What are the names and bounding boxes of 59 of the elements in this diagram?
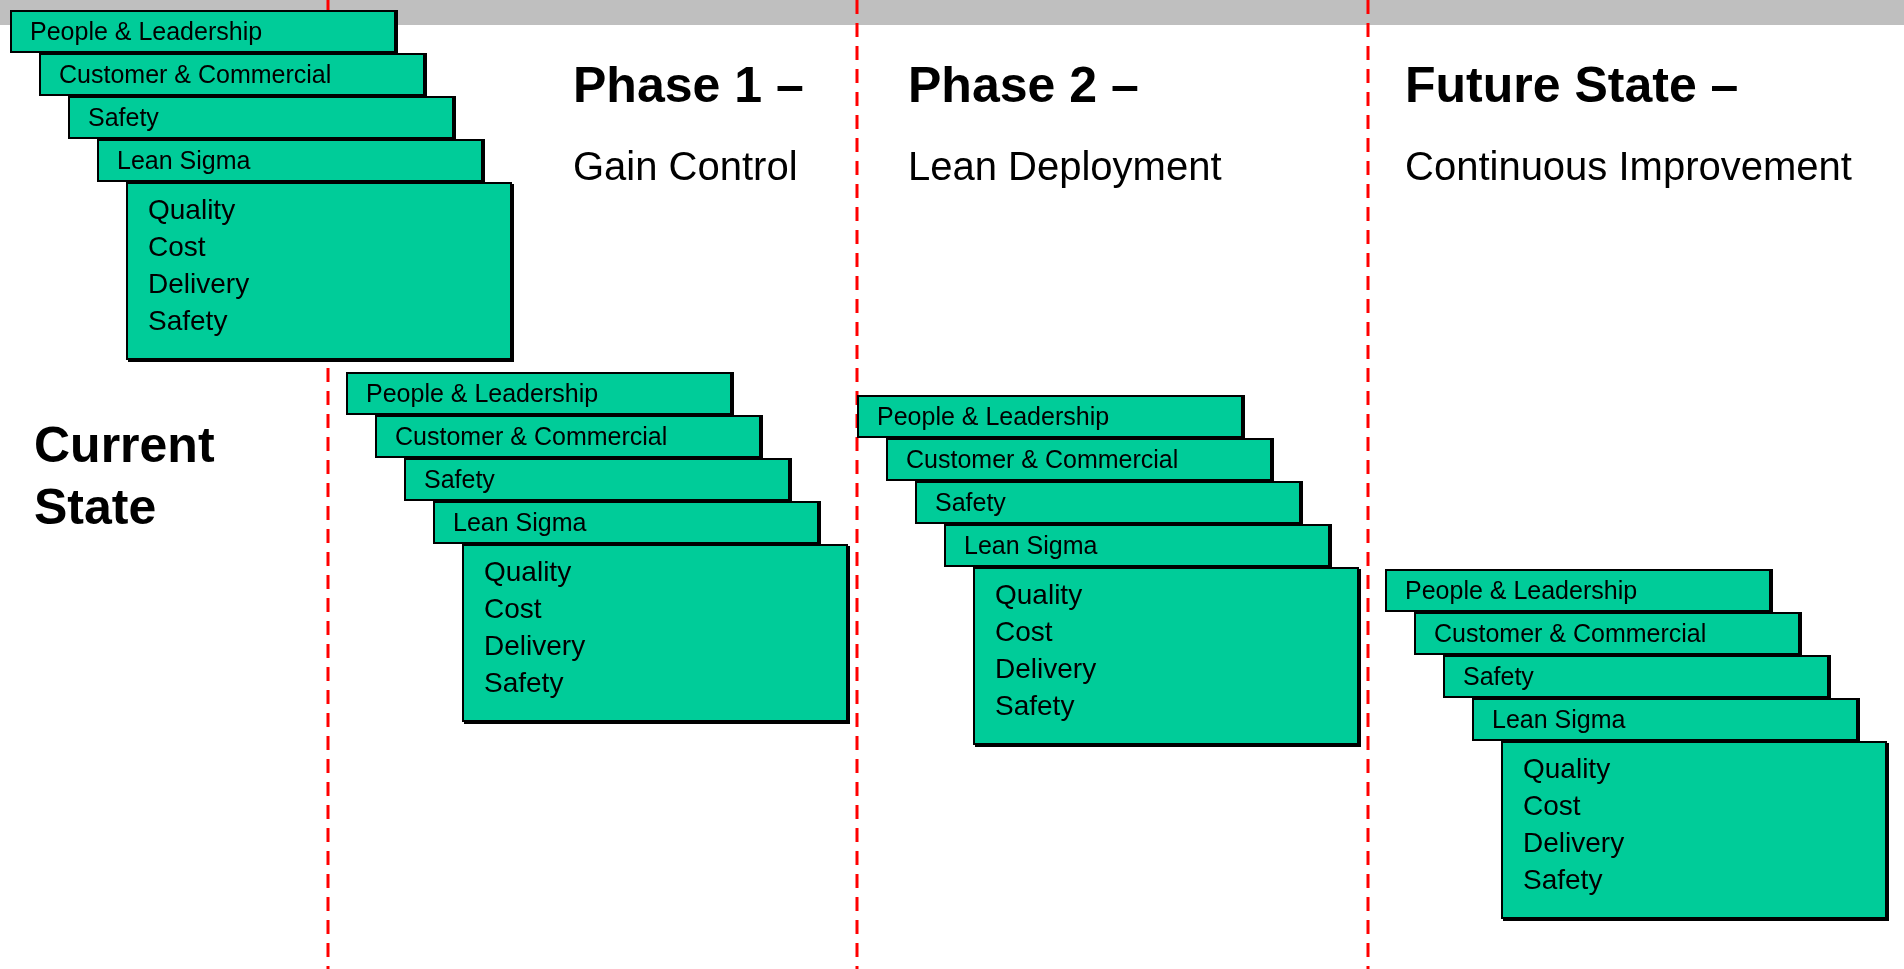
card-text: Cost <box>995 615 1053 649</box>
card-text: Safety <box>995 689 1075 723</box>
card-title: Safety <box>88 102 159 132</box>
card-text: Delivery <box>148 267 250 301</box>
card-title: Customer & Commercial <box>1434 618 1707 648</box>
card-title: Lean Sigma <box>1492 704 1626 734</box>
phase-subtitle: Lean Deployment <box>908 144 1222 189</box>
phase-heading: Phase 2 – <box>908 56 1139 114</box>
card-text: Delivery <box>1523 826 1625 860</box>
phase-subtitle: Continuous Improvement <box>1405 144 1852 189</box>
category-card <box>39 53 425 96</box>
card-title: Safety <box>935 487 1006 517</box>
category-card <box>97 139 483 182</box>
card-title: People & Leadership <box>1405 575 1638 605</box>
card-text: Quality <box>995 578 1083 612</box>
category-card <box>944 524 1330 567</box>
card-text: Safety <box>148 304 228 338</box>
card-text: Safety <box>484 666 564 700</box>
card-title: People & Leadership <box>366 378 599 408</box>
category-card <box>1472 698 1858 741</box>
category-card <box>1501 741 1887 919</box>
card-title: Customer & Commercial <box>906 444 1179 474</box>
card-text: Quality <box>1523 752 1611 786</box>
card-title: Customer & Commercial <box>395 421 668 451</box>
category-card <box>126 182 512 360</box>
card-title: Lean Sigma <box>453 507 587 537</box>
card-title: People & Leadership <box>30 16 263 46</box>
category-card <box>1443 655 1829 698</box>
category-card <box>915 481 1301 524</box>
card-title: Lean Sigma <box>964 530 1098 560</box>
card-title: Lean Sigma <box>117 145 251 175</box>
stage-heading: Current State <box>34 416 216 537</box>
card-text: Cost <box>1523 789 1581 823</box>
card-text: Cost <box>148 230 206 264</box>
category-card <box>886 438 1272 481</box>
card-text: Delivery <box>995 652 1097 686</box>
card-title: Customer & Commercial <box>59 59 332 89</box>
card-text: Delivery <box>484 629 586 663</box>
phase-subtitle: Gain Control <box>573 144 798 189</box>
category-card <box>462 544 848 722</box>
category-card <box>375 415 761 458</box>
category-card <box>973 567 1359 745</box>
category-card <box>10 10 396 53</box>
category-card <box>346 372 732 415</box>
category-card <box>1414 612 1800 655</box>
card-title: Safety <box>424 464 495 494</box>
category-card <box>433 501 819 544</box>
phase-heading: Future State – <box>1405 56 1739 114</box>
category-card <box>404 458 790 501</box>
category-card <box>1385 569 1771 612</box>
card-title: Safety <box>1463 661 1534 691</box>
card-text: Quality <box>484 555 572 589</box>
phase-heading: Phase 1 – <box>573 56 804 114</box>
card-text: Cost <box>484 592 542 626</box>
category-card <box>857 395 1243 438</box>
category-card <box>68 96 454 139</box>
card-text: Quality <box>148 193 236 227</box>
card-title: People & Leadership <box>877 401 1110 431</box>
card-text: Safety <box>1523 863 1603 897</box>
